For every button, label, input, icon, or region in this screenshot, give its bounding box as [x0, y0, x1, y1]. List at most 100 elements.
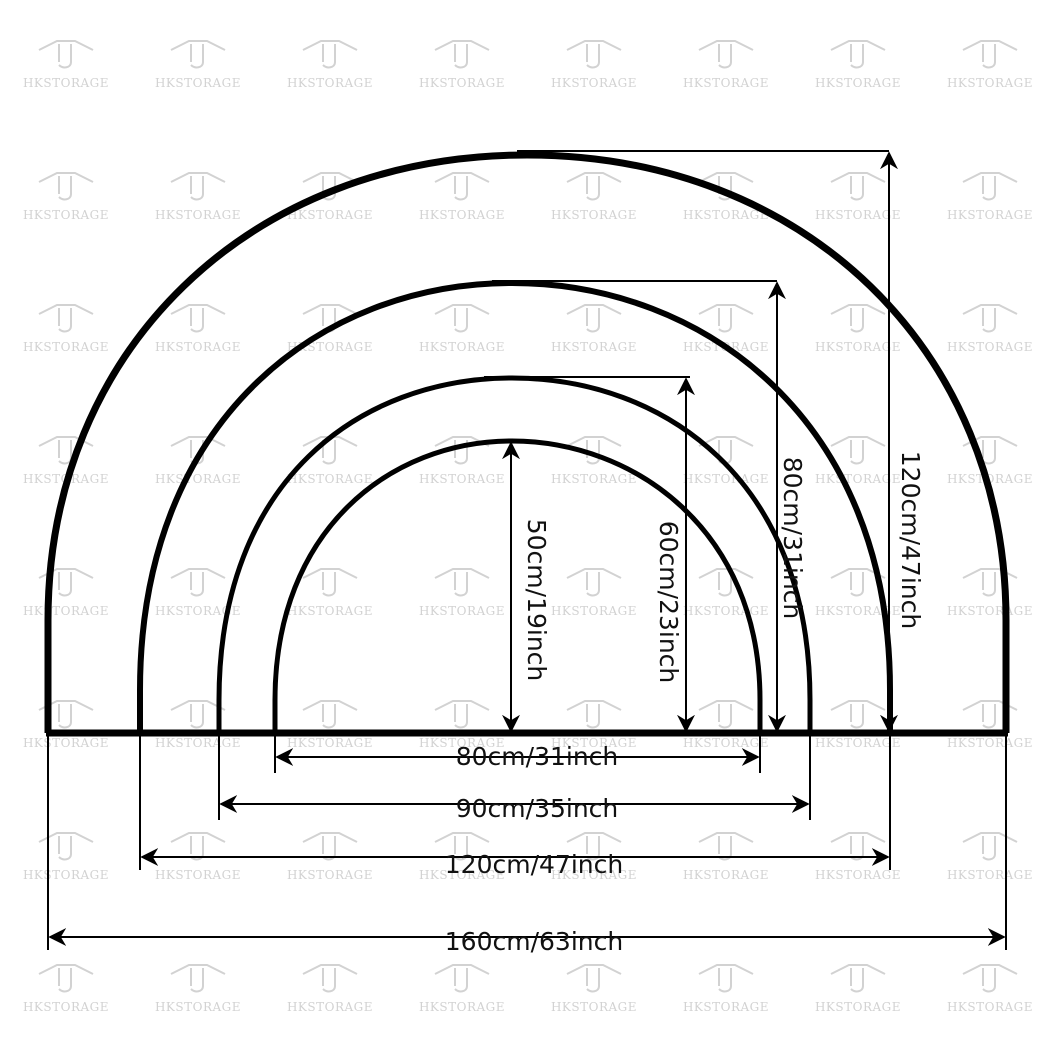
watermark-item: HKSTORAGE	[808, 566, 908, 618]
watermark-item: HKSTORAGE	[676, 962, 776, 1014]
watermark-text: HKSTORAGE	[22, 736, 110, 750]
hkstorage-roof-logo-icon	[962, 172, 1018, 201]
watermark-item: HKSTORAGE	[940, 830, 1040, 882]
watermark-text: HKSTORAGE	[154, 868, 242, 882]
watermark-item: HKSTORAGE	[808, 434, 908, 486]
watermark-text: HKSTORAGE	[286, 736, 374, 750]
hkstorage-roof-logo-icon	[302, 700, 358, 729]
hkstorage-roof-logo-icon	[830, 436, 886, 465]
hkstorage-roof-logo-icon	[38, 964, 94, 993]
watermark-text: HKSTORAGE	[946, 736, 1034, 750]
hkstorage-roof-logo-icon	[38, 40, 94, 69]
hkstorage-roof-logo-icon	[698, 700, 754, 729]
watermark-item: HKSTORAGE	[280, 698, 380, 750]
watermark-item: HKSTORAGE	[808, 302, 908, 354]
watermark-text: HKSTORAGE	[286, 868, 374, 882]
hkstorage-roof-logo-icon	[830, 700, 886, 729]
watermark-text: HKSTORAGE	[418, 736, 506, 750]
watermark-text: HKSTORAGE	[814, 208, 902, 222]
arch-inner-shape	[272, 438, 763, 733]
watermark-text: HKSTORAGE	[550, 1000, 638, 1014]
watermark-text: HKSTORAGE	[286, 208, 374, 222]
watermark-text: HKSTORAGE	[682, 868, 770, 882]
height-label-120: 120cm/47inch	[896, 451, 925, 629]
watermark-text: HKSTORAGE	[946, 208, 1034, 222]
hkstorage-roof-logo-icon	[38, 172, 94, 201]
watermark-item: HKSTORAGE	[808, 38, 908, 90]
watermark-item: HKSTORAGE	[808, 170, 908, 222]
watermark-item: HKSTORAGE	[544, 566, 644, 618]
hkstorage-roof-logo-icon	[830, 304, 886, 333]
watermark-item: HKSTORAGE	[940, 38, 1040, 90]
watermark-text: HKSTORAGE	[286, 472, 374, 486]
watermark-text: HKSTORAGE	[814, 1000, 902, 1014]
watermark-text: HKSTORAGE	[22, 340, 110, 354]
watermark-text: HKSTORAGE	[814, 604, 902, 618]
watermark-text: HKSTORAGE	[682, 208, 770, 222]
height-label-50: 50cm/19inch	[522, 519, 551, 682]
watermark-text: HKSTORAGE	[22, 1000, 110, 1014]
hkstorage-roof-logo-icon	[302, 40, 358, 69]
watermark-item: HKSTORAGE	[16, 962, 116, 1014]
watermark-item: HKSTORAGE	[280, 566, 380, 618]
watermark-item: HKSTORAGE	[544, 170, 644, 222]
watermark-text: HKSTORAGE	[154, 1000, 242, 1014]
hkstorage-roof-logo-icon	[830, 964, 886, 993]
hkstorage-roof-logo-icon	[170, 172, 226, 201]
watermark-text: HKSTORAGE	[418, 208, 506, 222]
watermark-text: HKSTORAGE	[814, 736, 902, 750]
watermark-item: HKSTORAGE	[676, 698, 776, 750]
hkstorage-roof-logo-icon	[830, 40, 886, 69]
hkstorage-roof-logo-icon	[170, 304, 226, 333]
watermark-item: HKSTORAGE	[148, 962, 248, 1014]
watermark-text: HKSTORAGE	[682, 1000, 770, 1014]
watermark-item: HKSTORAGE	[280, 962, 380, 1014]
watermark-item: HKSTORAGE	[676, 170, 776, 222]
hkstorage-roof-logo-icon	[566, 700, 622, 729]
width-label-90: 90cm/35inch	[456, 794, 619, 823]
watermark-text: HKSTORAGE	[814, 76, 902, 90]
watermark-text: HKSTORAGE	[814, 868, 902, 882]
watermark-text: HKSTORAGE	[154, 472, 242, 486]
watermark-text: HKSTORAGE	[550, 604, 638, 618]
watermark-text: HKSTORAGE	[418, 340, 506, 354]
hkstorage-roof-logo-icon	[38, 304, 94, 333]
watermark-text: HKSTORAGE	[814, 472, 902, 486]
watermark-item: HKSTORAGE	[940, 302, 1040, 354]
hkstorage-roof-logo-icon	[962, 304, 1018, 333]
watermark-item: HKSTORAGE	[412, 962, 512, 1014]
watermark-item: HKSTORAGE	[940, 698, 1040, 750]
width-label-80: 80cm/31inch	[456, 742, 619, 771]
hkstorage-roof-logo-icon	[962, 40, 1018, 69]
watermark-item: HKSTORAGE	[544, 698, 644, 750]
watermark-item: HKSTORAGE	[412, 170, 512, 222]
watermark-item: HKSTORAGE	[280, 170, 380, 222]
watermark-text: HKSTORAGE	[682, 736, 770, 750]
watermark-text: HKSTORAGE	[946, 1000, 1034, 1014]
arch-outer-shape	[44, 151, 1010, 733]
watermark-text: HKSTORAGE	[682, 472, 770, 486]
watermark-item: HKSTORAGE	[16, 170, 116, 222]
hkstorage-roof-logo-icon	[434, 964, 490, 993]
watermark-item: HKSTORAGE	[412, 698, 512, 750]
hkstorage-roof-logo-icon	[962, 964, 1018, 993]
hkstorage-roof-logo-icon	[434, 700, 490, 729]
watermark-text: HKSTORAGE	[154, 76, 242, 90]
watermark-text: HKSTORAGE	[286, 1000, 374, 1014]
height-label-80: 80cm/31inch	[778, 457, 807, 620]
watermark-text: HKSTORAGE	[946, 340, 1034, 354]
hkstorage-roof-logo-icon	[830, 172, 886, 201]
watermark-item: HKSTORAGE	[412, 566, 512, 618]
watermark-item: HKSTORAGE	[16, 830, 116, 882]
height-label-60: 60cm/23inch	[654, 521, 683, 684]
hkstorage-roof-logo-icon	[962, 832, 1018, 861]
watermark-item: HKSTORAGE	[940, 962, 1040, 1014]
watermark-text: HKSTORAGE	[154, 604, 242, 618]
watermark-text: HKSTORAGE	[418, 472, 506, 486]
hkstorage-roof-logo-icon	[698, 40, 754, 69]
watermark-item: HKSTORAGE	[412, 38, 512, 90]
hkstorage-roof-logo-icon	[302, 568, 358, 597]
watermark-item: HKSTORAGE	[940, 566, 1040, 618]
watermark-text: HKSTORAGE	[154, 208, 242, 222]
